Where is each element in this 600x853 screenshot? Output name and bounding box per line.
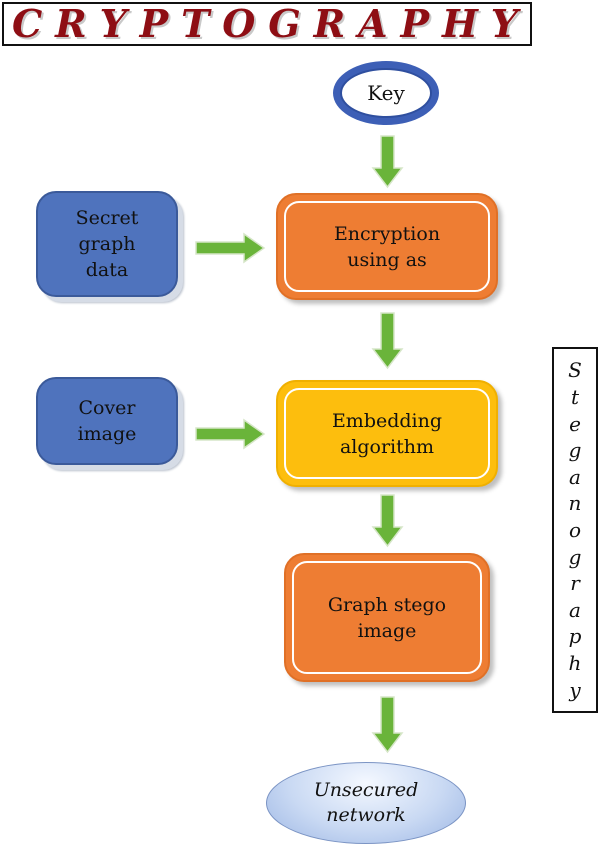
side-label-letter: y [569,677,581,702]
network-node: Unsecured network [266,762,466,844]
side-label-letter: g [568,438,582,463]
arrow-secret-to-encryption [195,232,266,264]
arrow-encryption-to-embedding [371,312,404,370]
arrow-cover-to-embedding [195,418,266,450]
title-letter: Y [99,1,127,46]
title-letter: Y [490,1,518,46]
title-letter: H [441,1,478,46]
title-letter: P [400,1,430,46]
stego-image-label: Graph stego image [327,593,447,642]
key-label: Key [340,68,432,118]
encryption-label: Encryption using as [333,222,441,271]
side-label-letter: a [569,464,581,489]
side-label-letter: a [569,597,581,622]
title-letter: A [358,1,388,46]
secret-data-node: Secret graph data [36,191,178,297]
cover-image-node: Cover image [36,377,178,465]
side-label-letter: r [570,571,580,596]
encryption-inner-border [284,201,490,292]
title-letter: T [181,1,210,46]
embedding-node: Embedding algorithm [276,380,498,487]
secret-data-label: Secret graph data [75,207,139,281]
embedding-label: Embedding algorithm [331,409,443,458]
side-label-letter: h [568,651,582,675]
encryption-node: Encryption using as [276,193,498,300]
side-label-letter: p [568,624,582,649]
stego-image-inner-border [292,561,482,674]
title-letter: O [222,1,256,46]
title-letter: P [139,1,169,46]
title-letter: R [55,1,87,46]
embedding-inner-border [284,388,490,479]
side-label-letter: o [568,517,582,542]
side-label-letter: S [568,358,582,383]
arrow-embedding-to-stego [371,494,404,548]
title-letter: C [12,1,43,46]
side-label-letter: t [570,384,580,409]
side-label-letter: e [569,411,581,436]
cover-image-label: Cover image [77,397,137,445]
arrow-key-to-encryption [371,135,404,189]
side-label-letter: n [568,491,582,516]
title-letter: G [268,1,301,46]
title-letter: R [313,1,346,46]
key-node: Key [333,61,439,125]
arrow-stego-to-network [371,696,404,754]
side-label-letter: g [568,544,582,569]
stego-image-node: Graph stego image [284,553,490,682]
